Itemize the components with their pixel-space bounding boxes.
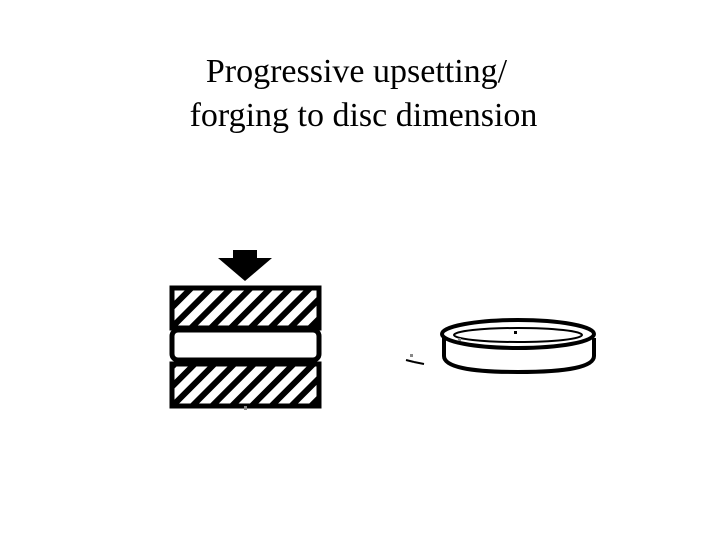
title-line-1: Progressive upsetting/ (205, 53, 508, 90)
transition-mark (405, 354, 425, 365)
upper-die-hatched (169, 285, 322, 331)
slide-title: Progressive upsetting/ forging to disc d… (0, 50, 720, 138)
force-arrow-icon (218, 250, 272, 281)
lower-die-hatched (169, 361, 322, 409)
forged-disc (440, 318, 596, 375)
workpiece-blank (169, 327, 322, 363)
title-line-2: forging to disc dimension (189, 97, 538, 134)
die-press (169, 285, 322, 410)
